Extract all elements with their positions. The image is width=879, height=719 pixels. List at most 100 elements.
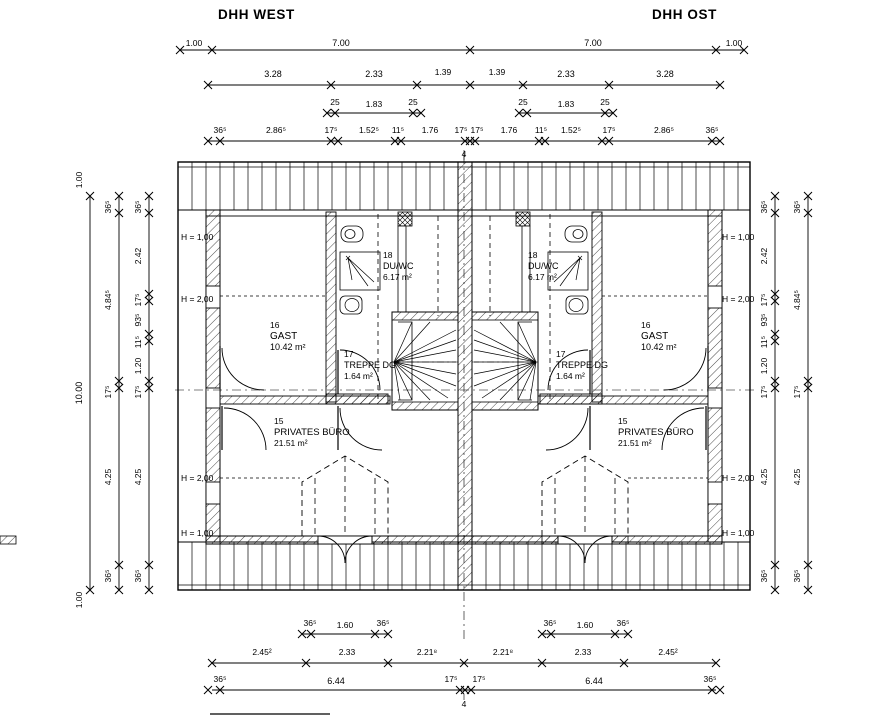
shower-fixture-west (339, 251, 381, 291)
window-west-3 (205, 481, 221, 505)
dim-bot3-1: 6.44 (327, 676, 345, 686)
dim-right-inner-7: 4.25 (759, 468, 769, 485)
room-area-treppe-ost: 1.64 m² (556, 371, 585, 381)
room-area-treppe-west: 1.64 m² (344, 371, 373, 381)
room-name-treppe-west: TREPPE DG (344, 360, 396, 370)
dim-top3-2: 25 (408, 97, 418, 107)
column-ost-top (515, 211, 531, 227)
dim-bot2-4: 2.33 (575, 647, 592, 657)
dim-left-mid-0: 36⁵ (103, 201, 113, 214)
dim-top4-11: 17⁵ (603, 125, 616, 135)
dim-left-inner-1: 2.42 (133, 247, 143, 264)
dimension-chain-bottom-2: 2.45² 2.33 2.21⁸ 2.21⁸ 2.33 2.45² (207, 647, 721, 668)
dim-right-inner-4: 11⁵ (759, 336, 769, 348)
dim-bot2-2: 2.21⁸ (417, 647, 438, 657)
room-label-treppe-west: 17 TREPPE DG 1.64 m² (344, 349, 396, 381)
dim-bot2-3: 2.21⁸ (493, 647, 514, 657)
window-ost-2 (707, 387, 723, 409)
dim-top4-0: 36⁵ (214, 125, 227, 135)
room-area-duwc-west: 6.17 m² (383, 272, 412, 282)
dim-top2-3: 1.39 (489, 67, 506, 77)
dim-top1-3: 1.00 (726, 38, 743, 48)
dim-left-outer-1: 10.00 (74, 382, 84, 405)
wall-partition-west (219, 395, 391, 405)
dim-top4-10: 1.52⁵ (561, 125, 581, 135)
dim-bot1-3: 36⁵ (544, 618, 557, 628)
party-wall-center (457, 161, 473, 591)
title-dhh-ost: DHH OST (652, 7, 717, 22)
dim-left-inner-7: 4.25 (133, 468, 143, 485)
dim-top4-9: 11⁵ (535, 125, 547, 135)
dimension-chain-top-2: 3.28 2.33 1.39 1.39 2.33 3.28 (203, 67, 725, 90)
room-label-treppe-ost: 17 TREPPE DG 1.64 m² (556, 349, 608, 381)
staircase-west (391, 311, 459, 411)
dim-top2-1: 2.33 (365, 69, 383, 79)
dimension-chain-bottom-1: 36⁵ 1.60 36⁵ 36⁵ 1.60 36⁵ (297, 618, 633, 639)
dimension-chain-left-inner: 36⁵ 2.42 17⁵ 93⁵ 11⁵ 1.20 17⁵ 4.25 36⁵ (133, 191, 154, 595)
dim-right-mid-2: 17⁵ (792, 386, 802, 399)
dim-top4-1: 2.86⁵ (266, 125, 286, 135)
h-label-west-lower: H = 2,00 (181, 473, 214, 483)
dim-bot1-5: 36⁵ (617, 618, 630, 628)
h-label-west-bottom: H = 1,00 (181, 528, 214, 538)
room-label-duwc-ost: 18 DU/WC 6.17 m² (528, 250, 559, 282)
h-label-ost-upper: H = 2,00 (722, 294, 755, 304)
room-label-buro-ost: 15 PRIVATES BÜRO 21.51 m² (618, 416, 694, 448)
room-label-gast-west: 16 GAST 10.42 m² (270, 320, 306, 352)
room-label-duwc-west: 18 DU/WC 6.17 m² (383, 250, 414, 282)
room-area-duwc-ost: 6.17 m² (528, 272, 557, 282)
dim-left-inner-8: 36⁵ (133, 570, 143, 583)
window-ost-3 (707, 481, 723, 505)
room-area-gast-west: 10.42 m² (270, 342, 306, 352)
dim-top1-0: 1.00 (186, 38, 203, 48)
room-name-gast-west: GAST (270, 331, 297, 342)
dim-top2-5: 3.28 (656, 69, 674, 79)
room-area-buro-west: 21.51 m² (274, 438, 308, 448)
window-west-2 (205, 387, 221, 409)
unit-west (205, 211, 491, 505)
dim-left-outer-2: 1.00 (74, 591, 84, 608)
dim-right-inner-1: 2.42 (759, 247, 769, 264)
room-area-gast-ost: 10.42 m² (641, 342, 677, 352)
dim-top2-4: 2.33 (557, 69, 575, 79)
dim-left-inner-0: 36⁵ (133, 201, 143, 214)
door-gast-ost (663, 346, 709, 392)
door-treppe-west (337, 406, 383, 451)
dim-bot3-2: 17⁵ (445, 674, 458, 684)
dim-right-inner-2: 17⁵ (759, 294, 769, 307)
dimension-chain-left-mid: 36⁵ 4.84⁵ 17⁵ 4.25 36⁵ (103, 191, 124, 595)
room-num-buro-west: 15 (274, 416, 284, 426)
room-num-treppe-west: 17 (344, 349, 354, 359)
unit-ost (437, 211, 723, 505)
wc-fixture-ost (564, 225, 588, 243)
height-labels: H = 1,00 H = 2,00 H = 2,00 H = 1,00 H = … (181, 232, 755, 538)
room-num-treppe-ost: 17 (556, 349, 566, 359)
dim-bot1-1: 1.60 (337, 620, 354, 630)
door-bath-west (337, 349, 381, 394)
dim-top2-0: 3.28 (264, 69, 282, 79)
dim-top4-2: 17⁵ (325, 125, 338, 135)
dim-left-mid-2: 17⁵ (103, 386, 113, 399)
room-name-buro-ost: PRIVATES BÜRO (618, 427, 694, 438)
room-name-gast-ost: GAST (641, 331, 668, 342)
window-west-1 (205, 285, 221, 309)
sink-fixture-west (339, 295, 363, 315)
h-label-ost-top: H = 1,00 (722, 232, 755, 242)
dim-right-inner-8: 36⁵ (759, 570, 769, 583)
room-name-duwc-ost: DU/WC (528, 261, 559, 271)
dimension-chain-right-mid: 36⁵ 4.84⁵ 17⁵ 4.25 36⁵ (792, 191, 813, 595)
dim-left-mid-1: 4.84⁵ (103, 290, 113, 310)
room-num-buro-ost: 15 (618, 416, 628, 426)
room-num-duwc-ost: 18 (528, 250, 538, 260)
dim-bot1-4: 1.60 (577, 620, 594, 630)
dormer-west (0, 455, 389, 564)
h-label-ost-lower: H = 2,00 (722, 473, 755, 483)
wall-bath-west-left (325, 211, 337, 403)
dim-top4-5: 1.76 (422, 125, 439, 135)
sink-fixture-ost (565, 295, 589, 315)
dim-top4-7: 17⁵ (471, 125, 484, 135)
dim-bot2-5: 2.45² (658, 647, 678, 657)
dim-right-mid-0: 36⁵ (792, 201, 802, 214)
dim-right-mid-3: 4.25 (792, 468, 802, 485)
room-num-gast-west: 16 (270, 320, 280, 330)
